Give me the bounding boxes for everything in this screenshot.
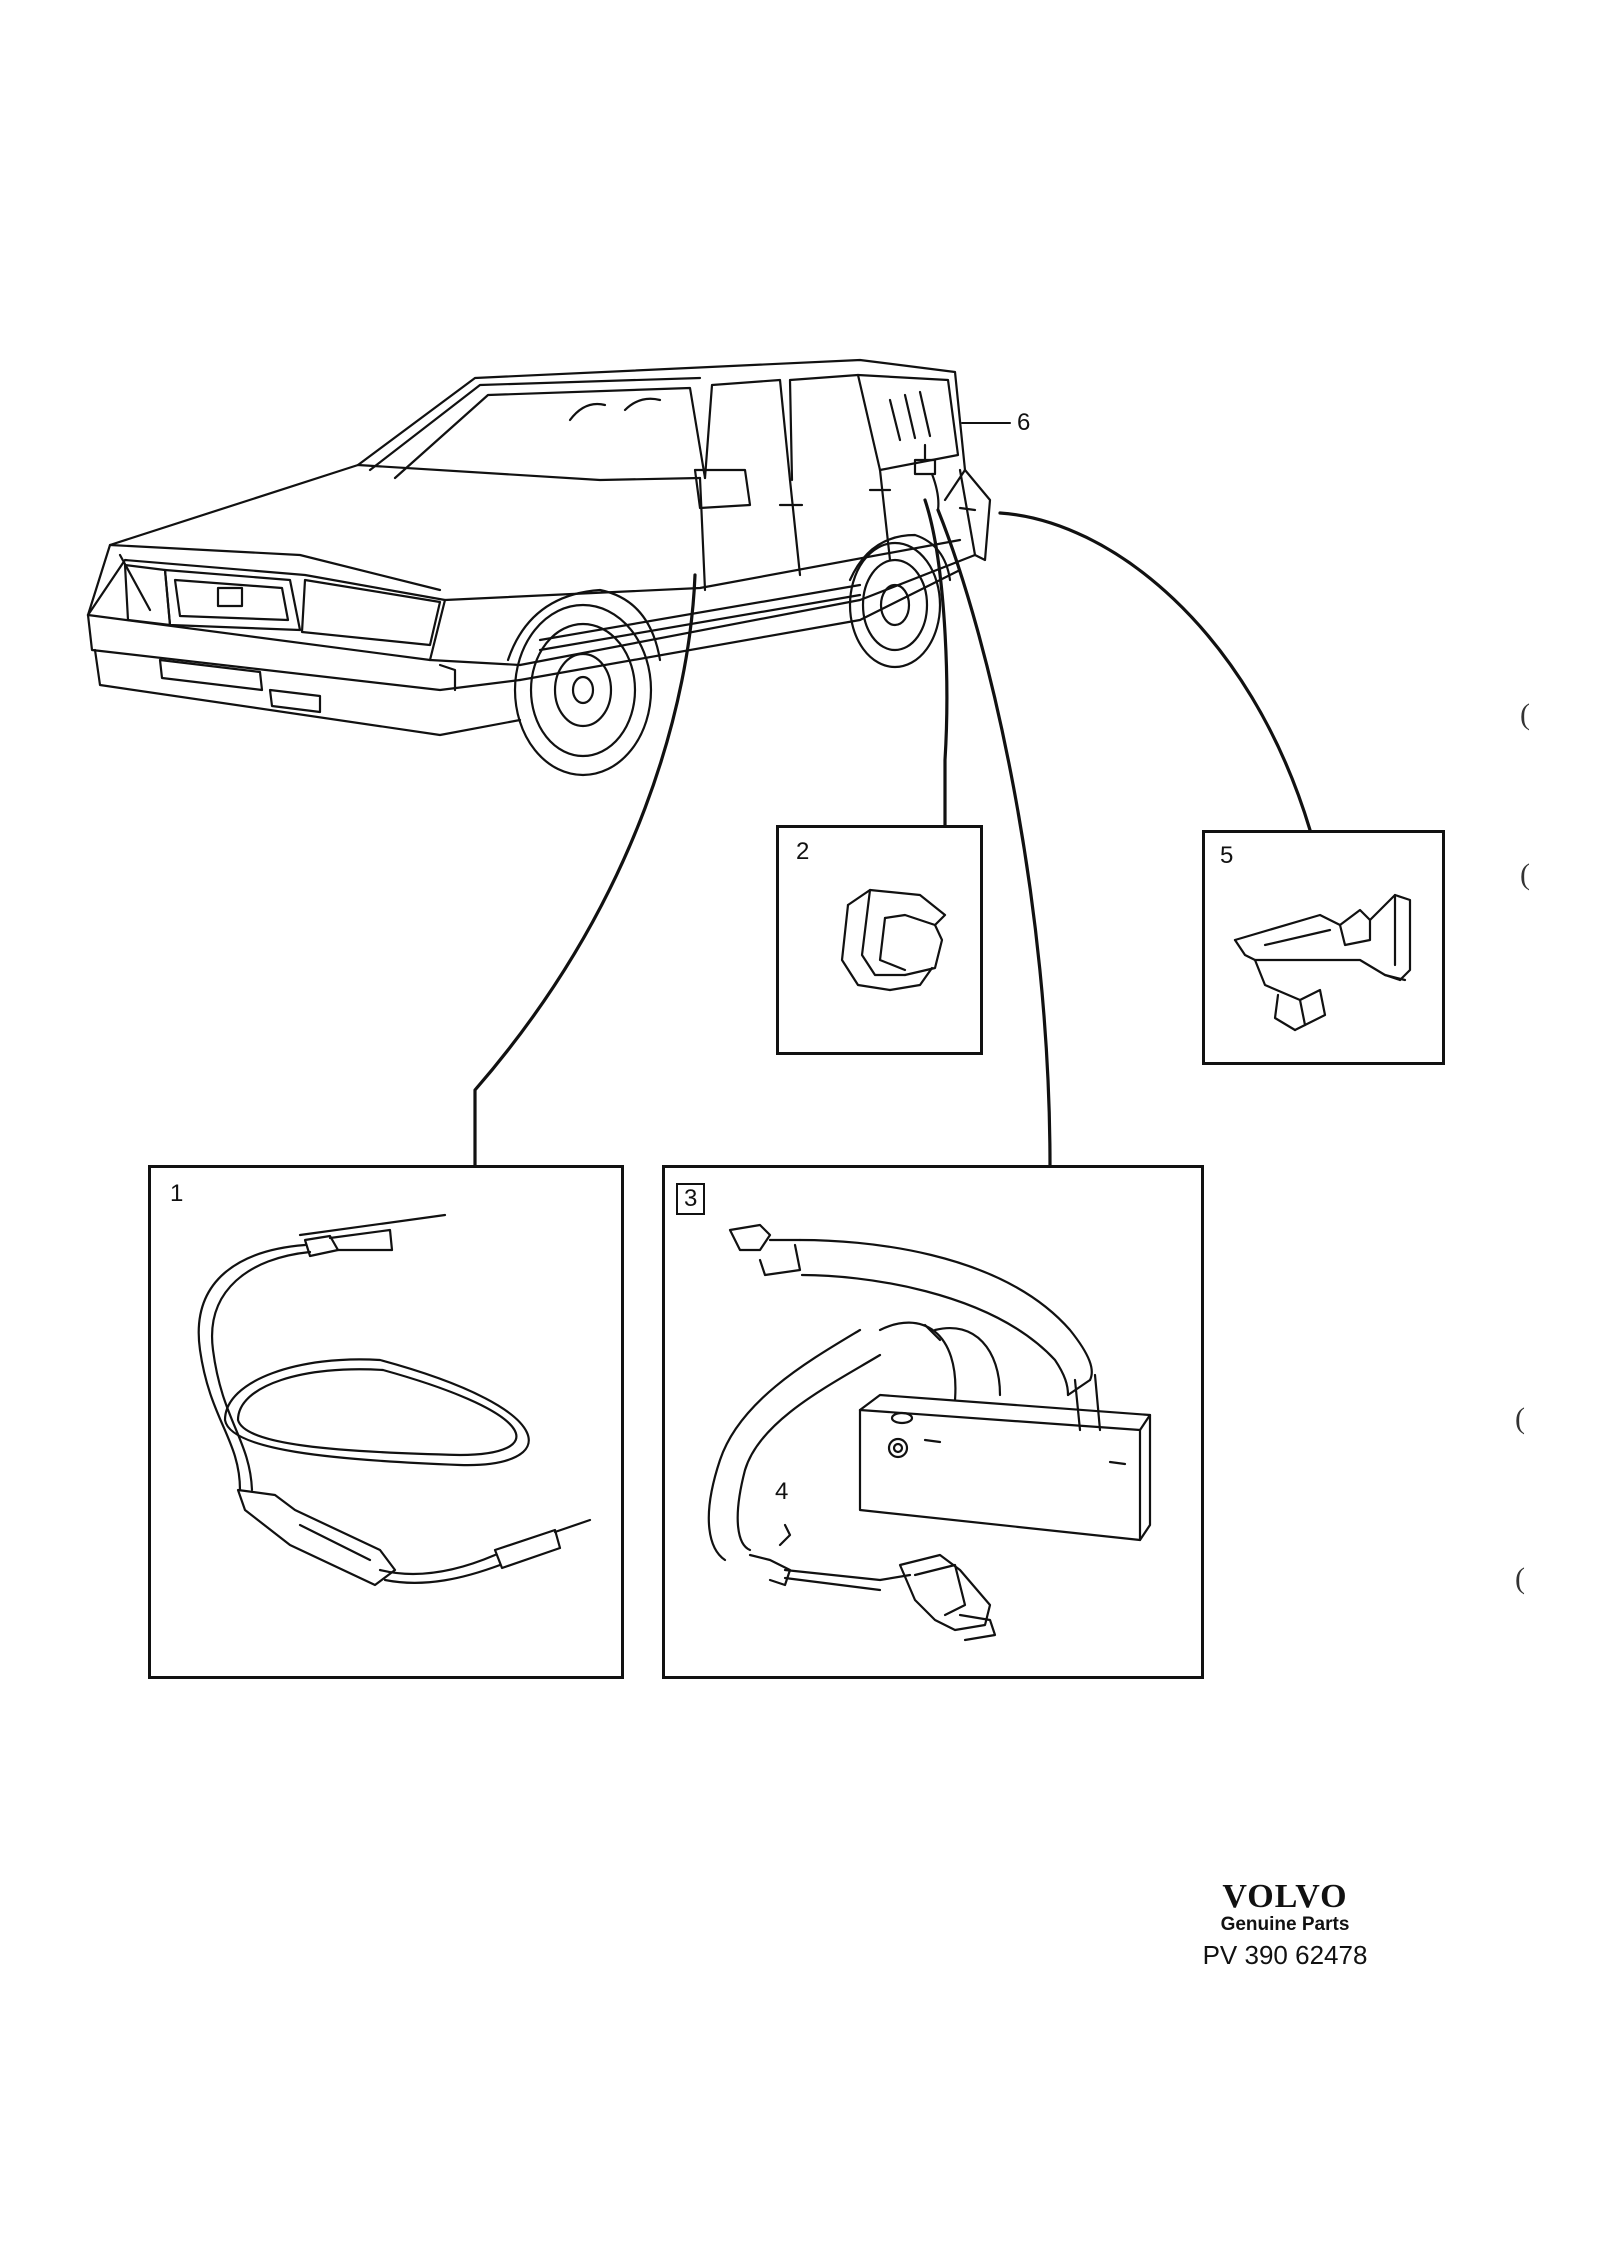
brand-block: VOLVO Genuine Parts PV 390 62478	[1190, 1878, 1380, 1971]
callout-number-2: 2	[796, 838, 810, 865]
detail-frame-1	[148, 1165, 624, 1679]
detail-frame-5	[1202, 830, 1445, 1065]
margin-mark: (	[1520, 858, 1530, 891]
part-2-clip	[840, 888, 947, 992]
brand-subtitle: Genuine Parts	[1220, 1914, 1350, 1935]
part-5-bracket	[1233, 893, 1412, 1032]
part-1-antenna-cable	[197, 1213, 592, 1587]
callout-number-6: 6	[1017, 409, 1031, 436]
detail-frame-2	[776, 825, 983, 1055]
diagram-code: PV 390 62478	[1202, 1940, 1368, 1970]
callout-number-1: 1	[170, 1180, 184, 1207]
margin-mark: (	[1520, 698, 1530, 731]
volvo-logo: VOLVO	[1222, 1878, 1348, 1915]
callout-number-4: 4	[775, 1478, 789, 1505]
part-3-amplifier	[707, 1223, 1152, 1642]
detail-frame-3	[662, 1165, 1204, 1679]
callout-number-5: 5	[1220, 842, 1234, 869]
leader-lines	[473, 498, 1312, 1167]
margin-mark: (	[1515, 1402, 1525, 1435]
callout-number-3: 3	[676, 1183, 706, 1215]
margin-mark: (	[1515, 1562, 1525, 1595]
car-illustration	[86, 358, 992, 777]
